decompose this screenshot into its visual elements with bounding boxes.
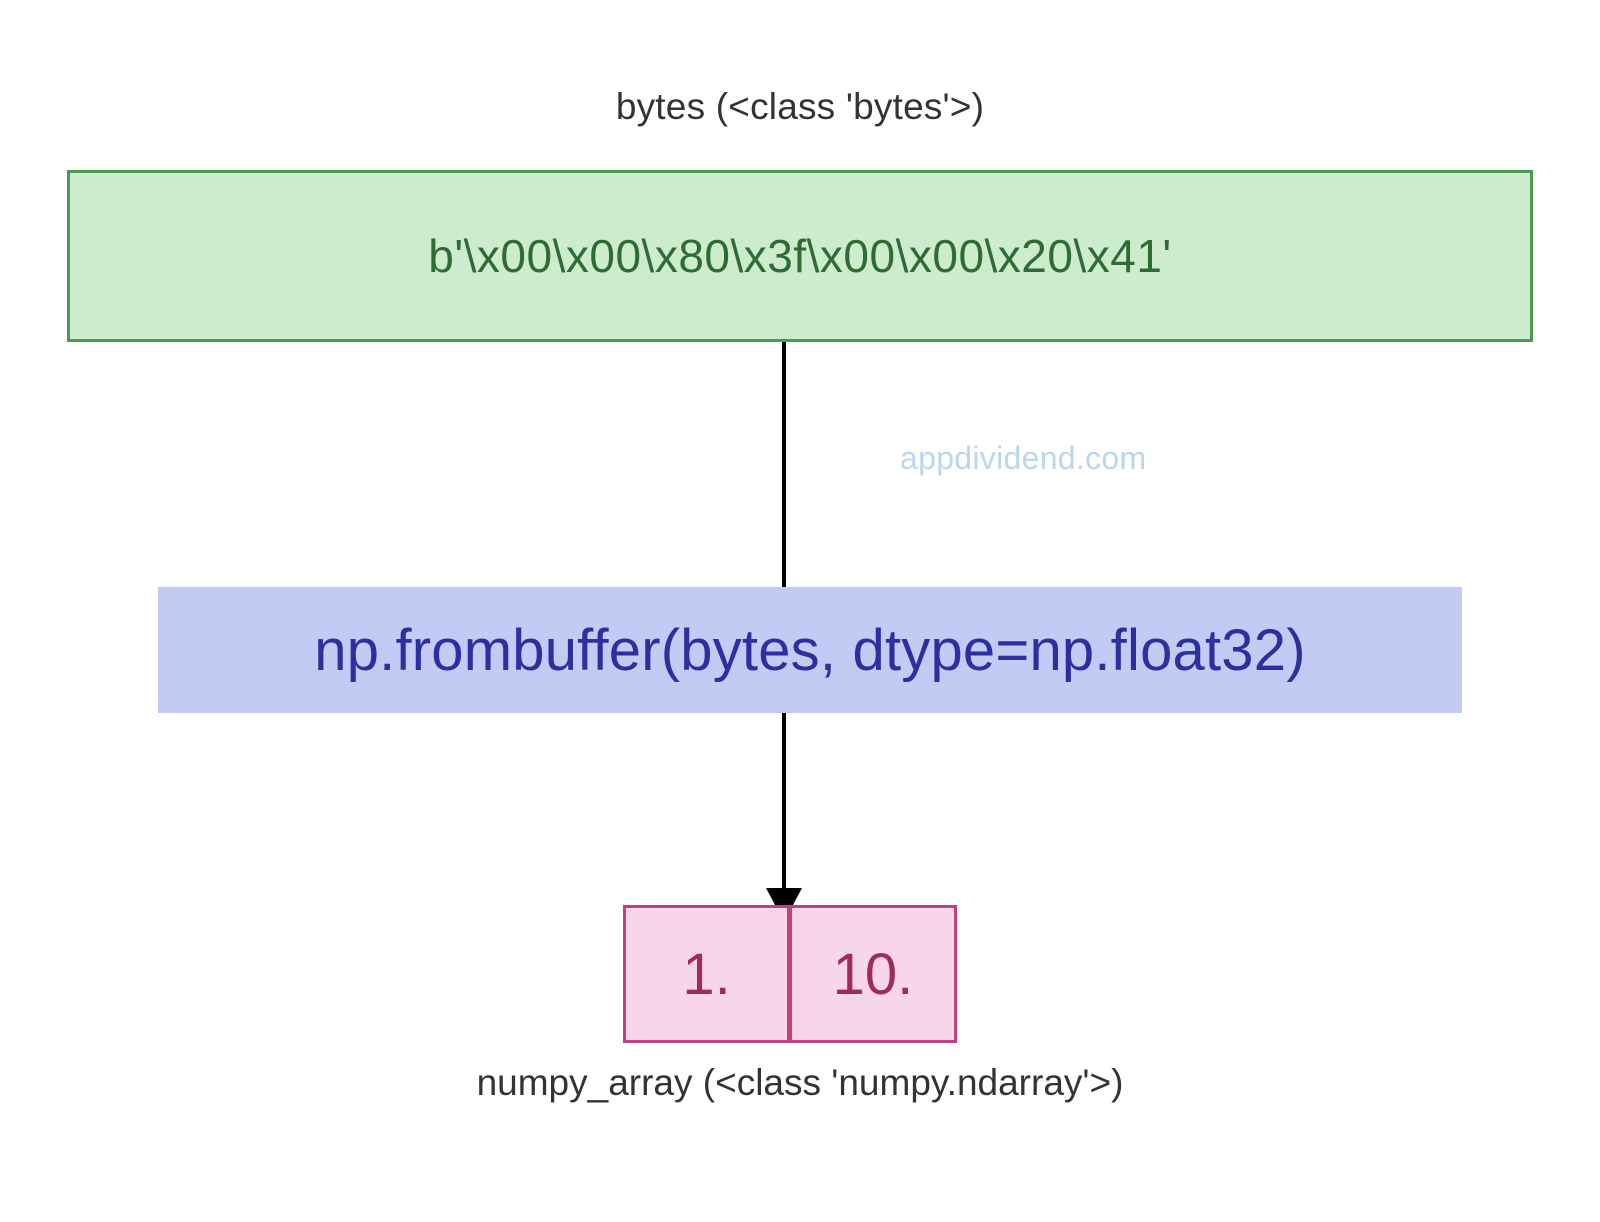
frombuffer-expression-text: np.frombuffer(bytes, dtype=np.float32)	[314, 617, 1306, 683]
connector-bytes-to-frombuffer	[782, 342, 786, 588]
bytes-value-box: b'\x00\x00\x80\x3f\x00\x00\x20\x41'	[67, 170, 1533, 342]
watermark-text: appdividend.com	[900, 440, 1147, 476]
result-node-caption: numpy_array (<class 'numpy.ndarray'>)	[476, 1062, 1124, 1103]
array-cell: 1.	[623, 905, 790, 1043]
array-cell: 10.	[790, 905, 957, 1043]
connector-frombuffer-to-array	[782, 713, 786, 895]
frombuffer-operation-box: np.frombuffer(bytes, dtype=np.float32)	[158, 587, 1462, 713]
source-node-caption: bytes (<class 'bytes'>)	[615, 86, 985, 127]
bytes-value-text: b'\x00\x00\x80\x3f\x00\x00\x20\x41'	[428, 230, 1172, 282]
numpy-array-cells: 1. 10.	[623, 905, 957, 1043]
